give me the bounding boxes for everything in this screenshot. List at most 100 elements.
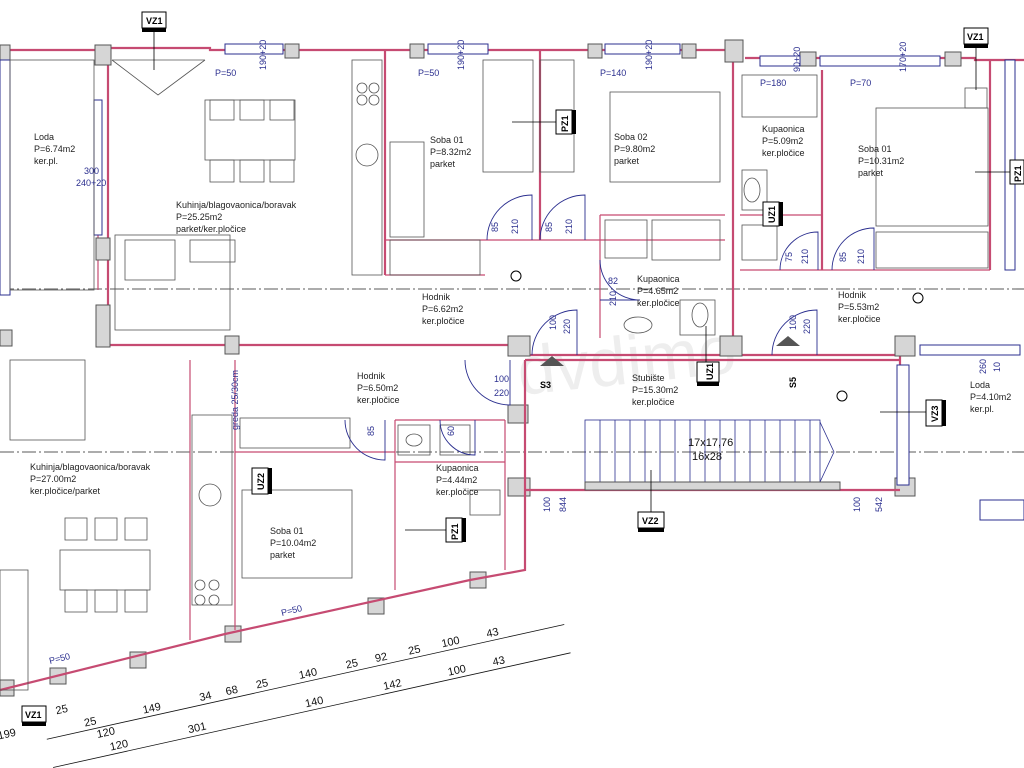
dim-260: 260 bbox=[978, 359, 988, 374]
dim-bottom-1-7: 92 bbox=[374, 651, 389, 665]
dim-120-left: 120 bbox=[96, 725, 117, 741]
dim-p50-b: P=50 bbox=[418, 68, 439, 78]
dim-top-1: 190+20 bbox=[258, 40, 268, 70]
marker-s3: S3 bbox=[540, 380, 551, 390]
dim-10b: 10 bbox=[992, 362, 1002, 372]
dim-85a: 85 bbox=[490, 222, 500, 232]
dim-top-5: 170+20 bbox=[898, 42, 908, 72]
dim-100e: 100 bbox=[852, 497, 862, 512]
svg-text:VZ1: VZ1 bbox=[146, 16, 163, 26]
dim-220a: 220 bbox=[562, 319, 572, 334]
dim-82: 82 bbox=[608, 276, 618, 286]
dim-bottom-1-8: 25 bbox=[407, 643, 422, 657]
stair-dimension-1: 17x17,76 bbox=[688, 437, 733, 449]
staircase bbox=[584, 364, 910, 491]
dim-210b: 210 bbox=[564, 219, 574, 234]
dim-bottom-1-9: 100 bbox=[440, 635, 461, 651]
svg-text:UZ1: UZ1 bbox=[767, 206, 777, 223]
dim-210d: 210 bbox=[856, 249, 866, 264]
dim-bottom-1-3: 68 bbox=[225, 684, 240, 698]
dim-bottom-1-4: 25 bbox=[255, 677, 270, 691]
tag-vz1-right: VZ1 bbox=[963, 27, 989, 90]
svg-text:VZ1: VZ1 bbox=[25, 710, 42, 720]
doors-top bbox=[486, 194, 875, 356]
dim-bottom-1-0: 25 bbox=[83, 715, 98, 729]
dim-210c: 210 bbox=[800, 249, 810, 264]
dim-p50-c: P=50 bbox=[280, 603, 303, 618]
svg-text:PZ1: PZ1 bbox=[560, 115, 570, 132]
dim-bottom-2-2: 140 bbox=[304, 695, 325, 711]
walls-top-unit bbox=[0, 46, 1024, 495]
dim-25-left: 25 bbox=[55, 703, 70, 717]
ventilation-symbol bbox=[836, 390, 848, 402]
tag-vz1-top: VZ1 bbox=[141, 11, 167, 70]
dim-210a: 210 bbox=[510, 219, 520, 234]
dim-greda: greda 25/30cm bbox=[230, 370, 240, 430]
tag-vz2: VZ2 bbox=[637, 470, 665, 532]
section-markers: S3 S5 bbox=[510, 270, 924, 402]
dim-bottom-2-0: 120 bbox=[109, 738, 130, 754]
dim-bottom-1-5: 140 bbox=[298, 666, 319, 682]
bottom-dimensions-left: 199 25 120 bbox=[0, 703, 117, 743]
structural-columns bbox=[0, 39, 962, 697]
dim-542: 542 bbox=[874, 497, 884, 512]
dim-bottom-2-4: 100 bbox=[447, 663, 468, 679]
furniture-bedrooms-top bbox=[389, 59, 989, 336]
tag-uz1-b: UZ1 bbox=[696, 326, 720, 386]
dim-844: 844 bbox=[558, 497, 568, 512]
dim-85b: 85 bbox=[544, 222, 554, 232]
dim-bottom-2-1: 301 bbox=[187, 721, 208, 737]
svg-text:UZ1: UZ1 bbox=[705, 363, 715, 380]
dim-bottom-1-6: 25 bbox=[345, 657, 360, 671]
dim-p70: P=70 bbox=[850, 78, 871, 88]
dim-100a: 100 bbox=[548, 315, 558, 330]
tag-uz2: UZ2 bbox=[251, 467, 272, 495]
tag-vz1-bottom: VZ1 bbox=[21, 705, 47, 726]
dim-bottom-2-5: 43 bbox=[492, 654, 507, 668]
marker-s5: S5 bbox=[788, 377, 798, 388]
dim-240: 240+20 bbox=[76, 178, 106, 188]
dim-100d: 100 bbox=[542, 497, 552, 512]
dim-top-4: 90+20 bbox=[792, 47, 802, 72]
dim-100b: 100 bbox=[788, 315, 798, 330]
tag-vz3: VZ3 bbox=[880, 399, 946, 427]
stair-dimension-2: 16x28 bbox=[692, 451, 722, 463]
door-dimensions: 85 210 85 210 75 210 85 210 82 210 100 2… bbox=[48, 219, 1002, 666]
dim-220c: 220 bbox=[494, 388, 509, 398]
dim-75: 75 bbox=[784, 252, 794, 262]
element-tags: VZ1 VZ1 VZ1 PZ1 PZ1 PZ1 bbox=[21, 11, 1024, 726]
furniture-top-left bbox=[9, 59, 383, 331]
svg-text:VZ2: VZ2 bbox=[642, 516, 659, 526]
dim-85d: 85 bbox=[366, 426, 376, 436]
svg-text:PZ1: PZ1 bbox=[1013, 165, 1023, 182]
svg-text:PZ1: PZ1 bbox=[450, 523, 460, 540]
ventilation-symbol bbox=[912, 292, 924, 304]
tag-uz1-a: UZ1 bbox=[762, 201, 783, 227]
svg-text:UZ2: UZ2 bbox=[256, 473, 266, 490]
ventilation-symbol bbox=[510, 270, 522, 282]
dim-bottom-1-2: 34 bbox=[198, 690, 213, 704]
furniture-bottom bbox=[0, 344, 1024, 691]
dim-300: 300 bbox=[84, 166, 99, 176]
svg-text:VZ1: VZ1 bbox=[967, 32, 984, 42]
dim-top-3: 190+20 bbox=[644, 40, 654, 70]
dim-p50-d: P=50 bbox=[48, 651, 71, 666]
dim-60: 60 bbox=[446, 426, 456, 436]
dim-bottom-1-10: 43 bbox=[485, 626, 500, 640]
bottom-dimensions: 25 149 34 68 25 140 25 92 25 100 43 120 … bbox=[46, 624, 571, 768]
dim-p50-a: P=50 bbox=[215, 68, 236, 78]
